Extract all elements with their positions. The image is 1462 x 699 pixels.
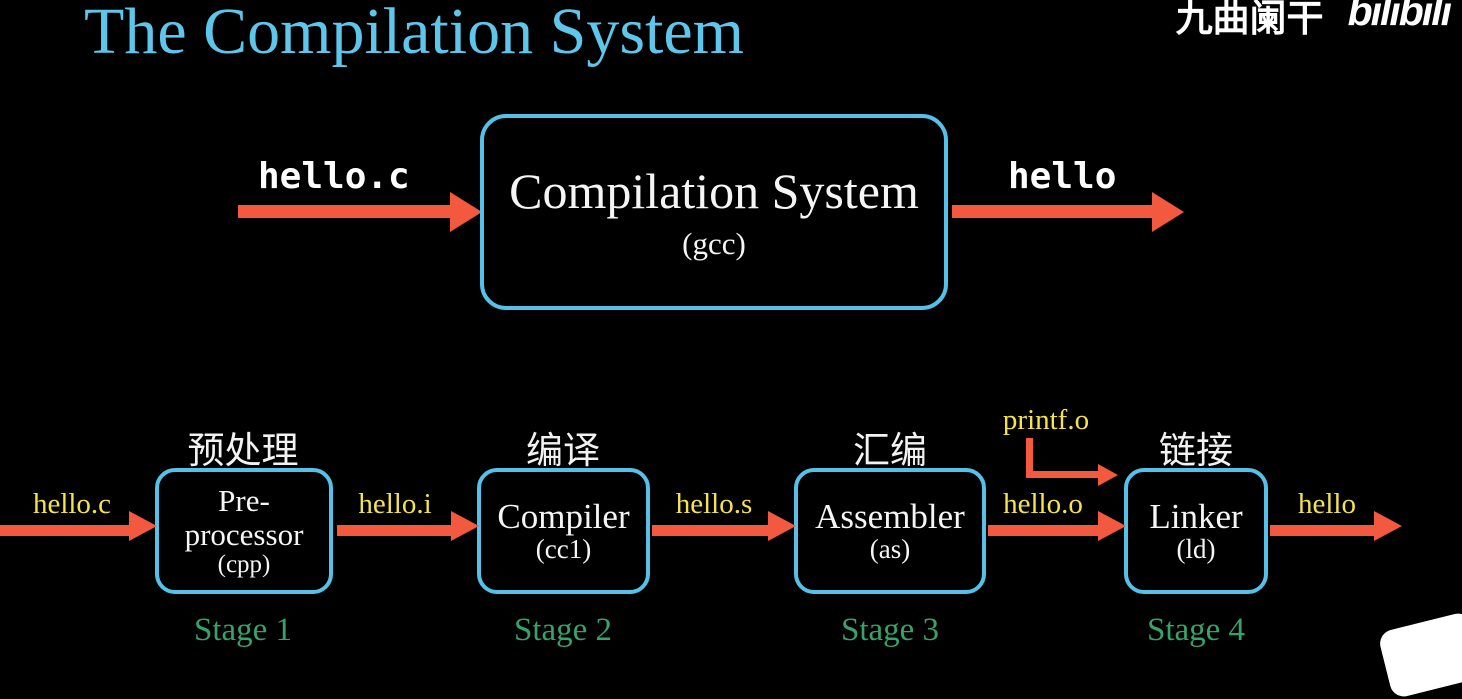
- preprocessor-box-name-line1: Pre-: [218, 483, 270, 519]
- overview-output-arrow-head: [1152, 192, 1184, 232]
- preprocessor-box-name-line2: processor: [184, 516, 304, 552]
- compiler-box-name-line1: Compiler: [497, 496, 630, 536]
- assembler-box-tool: (as): [869, 534, 911, 565]
- label-hello-o: hello.o: [1003, 488, 1083, 520]
- corner-watermark-icon: [1377, 610, 1462, 699]
- overview-output-label: hello: [1008, 156, 1117, 197]
- preprocessor-box-tool: (cpp): [217, 550, 271, 578]
- pipeline-input-arrow-head: [129, 511, 157, 541]
- preprocessor-box: Pre- processor (cpp): [155, 468, 333, 594]
- linker-box: Linker (ld): [1124, 468, 1268, 594]
- label-hello-output: hello: [1298, 488, 1356, 520]
- label-hello-s: hello.s: [675, 488, 753, 520]
- assembler-box: Assembler (as): [794, 468, 986, 594]
- arrow-hello-o-head: [1098, 511, 1126, 541]
- stage-1-caption: Stage 1: [193, 612, 293, 648]
- label-hello-i: hello.i: [358, 488, 432, 520]
- stage-2-caption: Stage 2: [513, 612, 613, 648]
- printf-o-label: printf.o: [1002, 404, 1090, 436]
- arrow-hello-i-head: [451, 511, 479, 541]
- watermark-text: 九曲阑干: [1175, 0, 1324, 39]
- printf-arrow-head: [1098, 464, 1118, 486]
- compilation-system-box-title: Compilation System: [509, 163, 919, 219]
- arrow-hello-o-shaft: [988, 525, 1100, 536]
- stage-4-caption: Stage 4: [1146, 612, 1246, 648]
- overview-input-arrow-head: [450, 192, 482, 232]
- stage-3-caption: Stage 3: [840, 612, 940, 648]
- compilation-system-box-subtitle: (gcc): [682, 226, 746, 261]
- compilation-system-box: Compilation System (gcc): [480, 114, 948, 310]
- stage-2-cn-label: 编译: [526, 431, 600, 472]
- overview-output-arrow-shaft: [952, 205, 1156, 218]
- compiler-box-tool: (cc1): [535, 534, 592, 565]
- linker-box-name-line1: Linker: [1149, 496, 1243, 536]
- watermark: 九曲阑干 bilibili: [1175, 0, 1452, 42]
- arrow-hello-i-shaft: [337, 525, 453, 536]
- linker-box-tool: (ld): [1176, 534, 1216, 565]
- printf-arrow-vertical-shaft: [1026, 438, 1033, 478]
- label-hello-c: hello.c: [32, 488, 112, 520]
- assembler-box-name-line1: Assembler: [815, 496, 965, 536]
- stage-3-cn-label: 汇编: [853, 431, 927, 472]
- arrow-hello-s-head: [768, 511, 796, 541]
- overview-input-arrow-shaft: [238, 205, 454, 218]
- pipeline-output-arrow-head: [1374, 511, 1402, 541]
- stage-1-cn-label: 预处理: [187, 431, 299, 472]
- bilibili-logo-icon: bilibili: [1347, 0, 1452, 34]
- arrow-hello-s-shaft: [652, 525, 770, 536]
- compiler-box: Compiler (cc1): [477, 468, 650, 594]
- stage-4-cn-label: 链接: [1159, 431, 1233, 472]
- printf-arrow-horizontal-shaft: [1026, 471, 1100, 478]
- pipeline-input-arrow-shaft: [0, 525, 132, 536]
- overview-input-label: hello.c: [258, 156, 410, 197]
- page-title: The Compilation System: [84, 0, 744, 68]
- pipeline-output-arrow-shaft: [1270, 525, 1376, 536]
